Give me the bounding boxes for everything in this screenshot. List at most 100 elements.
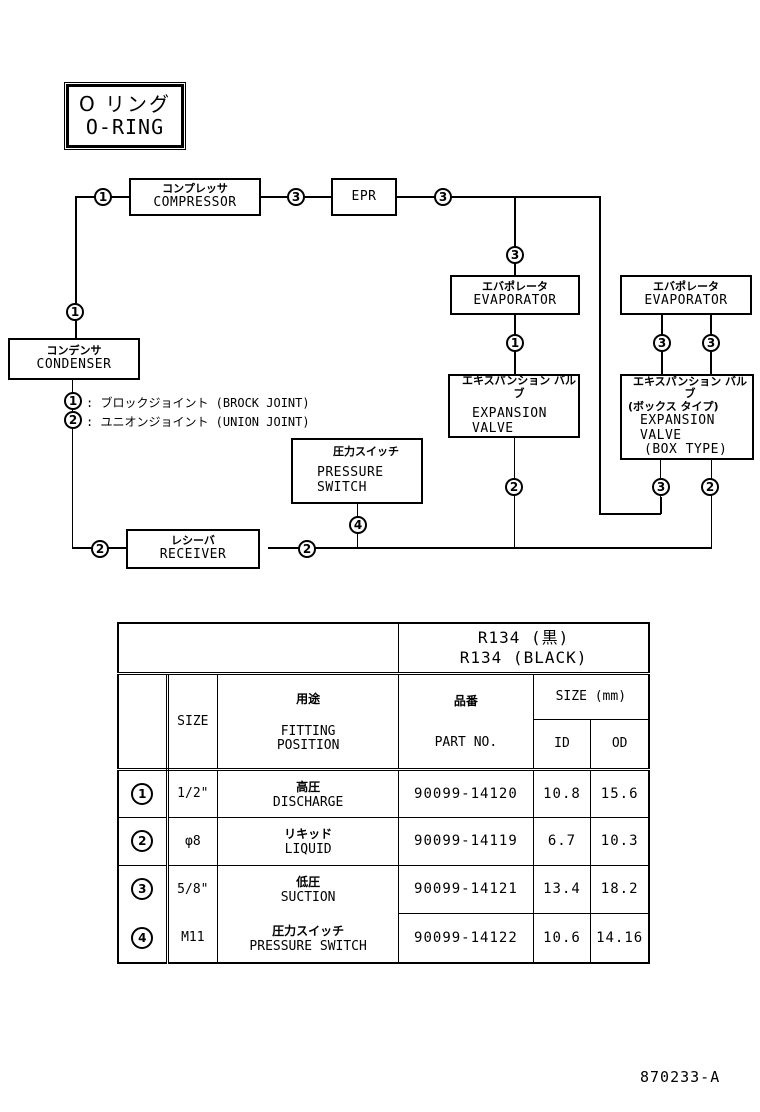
legend-text-2: : ユニオンジョイント (UNION JOINT) bbox=[86, 415, 310, 429]
pipe-line bbox=[599, 513, 661, 515]
joint-marker: 3 bbox=[702, 334, 720, 352]
evaporator-2-label-en: EVAPORATOR bbox=[644, 292, 728, 308]
pipe-line bbox=[75, 196, 77, 339]
row-od: 15.6 bbox=[590, 768, 650, 818]
joint-marker: 3 bbox=[434, 188, 452, 206]
expansion-valve-box-type: エキスパンション バルブ (ボックス タイプ) EXPANSION VALVE … bbox=[620, 374, 754, 460]
pipe-line bbox=[396, 196, 600, 198]
title-en: O-RING bbox=[85, 115, 165, 139]
box-valve-label-jp1: エキスパンション バルブ bbox=[632, 374, 748, 401]
box-valve-label-en2: VALVE bbox=[640, 427, 682, 443]
joint-marker: 1 bbox=[66, 303, 84, 321]
row-fitting-jp: リキッド bbox=[284, 827, 333, 841]
pressure-switch-label-en2: SWITCH bbox=[317, 480, 367, 496]
receiver-label-jp: レシーバ bbox=[171, 534, 215, 548]
row-part-no: 90099-14120 bbox=[398, 768, 534, 818]
row-num: 4 bbox=[117, 913, 169, 964]
expansion-valve-label-en1: EXPANSION bbox=[472, 405, 547, 421]
row-fitting-en: DISCHARGE bbox=[272, 794, 344, 810]
row-num: 2 bbox=[117, 816, 169, 866]
legend-marker-2: 2 bbox=[64, 411, 82, 429]
table-header-fitting: 用途 FITTING POSITION bbox=[217, 672, 400, 771]
row-num-marker: 4 bbox=[131, 926, 154, 949]
joint-marker: 3 bbox=[652, 478, 670, 496]
table-header-id: ID bbox=[532, 718, 592, 771]
pressure-switch-label-jp: 圧力スイッチ bbox=[333, 444, 399, 458]
title-jp: O リング bbox=[78, 92, 172, 116]
condenser-box: コンデンサ CONDENSER bbox=[8, 338, 140, 380]
row-size: 5/8" bbox=[166, 864, 219, 913]
compressor-box: コンプレッサ COMPRESSOR bbox=[129, 178, 261, 216]
evaporator-1-label-en: EVAPORATOR bbox=[473, 292, 557, 308]
row-od: 10.3 bbox=[590, 816, 650, 866]
row-fitting-jp: 圧力スイッチ bbox=[272, 923, 345, 938]
pipe-line bbox=[72, 378, 73, 548]
expansion-valve-label-jp: エキスパンション バルブ bbox=[461, 374, 577, 401]
evaporator-box-2: エバポレータ EVAPORATOR bbox=[620, 275, 752, 315]
o-ring-spec-table: R134 (黒) R134 (BLACK) SIZE 用途 FITTING PO… bbox=[117, 622, 650, 964]
table-header-od: OD bbox=[590, 718, 650, 771]
header-fitting-en2: POSITION bbox=[276, 737, 340, 753]
row-fitting-jp: 低圧 bbox=[296, 875, 321, 890]
evaporator-1-label-jp: エバポレータ bbox=[482, 280, 548, 294]
joint-marker: 4 bbox=[349, 516, 367, 534]
receiver-box: レシーバ RECEIVER bbox=[126, 529, 260, 569]
row-part-no: 90099-14122 bbox=[398, 912, 534, 964]
header-group-en: R134 (BLACK) bbox=[459, 647, 588, 667]
evaporator-2-label-jp: エバポレータ bbox=[653, 280, 719, 294]
pressure-switch-label-en1: PRESSURE bbox=[317, 465, 384, 481]
joint-marker: 3 bbox=[287, 188, 305, 206]
joint-marker: 2 bbox=[701, 478, 719, 496]
row-fitting-jp: 高圧 bbox=[296, 779, 321, 794]
row-num: 3 bbox=[117, 864, 169, 913]
drawing-code: 870233-A bbox=[640, 1068, 721, 1086]
receiver-label-en: RECEIVER bbox=[159, 546, 227, 562]
pipe-line bbox=[660, 497, 662, 514]
legend-text-1: : ブロックジョイント (BROCK JOINT) bbox=[86, 396, 310, 410]
epr-box: EPR bbox=[331, 178, 397, 216]
joint-marker: 1 bbox=[94, 188, 112, 206]
row-num: 1 bbox=[117, 768, 169, 818]
condenser-label-jp: コンデンサ bbox=[46, 344, 102, 358]
epr-label: EPR bbox=[351, 188, 377, 204]
row-fitting-en: LIQUID bbox=[284, 842, 332, 857]
pipe-line bbox=[268, 547, 712, 549]
row-id: 6.7 bbox=[532, 816, 592, 866]
pressure-switch-box: 圧力スイッチ PRESSURE SWITCH bbox=[291, 438, 423, 504]
header-fitting-en1: FITTING bbox=[280, 723, 336, 739]
pipe-line bbox=[711, 458, 712, 548]
joint-marker: 3 bbox=[653, 334, 671, 352]
evaporator-box-1: エバポレータ EVAPORATOR bbox=[450, 275, 580, 315]
row-fitting-en: PRESSURE SWITCH bbox=[249, 938, 367, 954]
pipe-line bbox=[514, 196, 516, 276]
box-valve-label-en1: EXPANSION bbox=[640, 412, 715, 428]
header-part-jp: 品番 bbox=[453, 694, 478, 708]
box-valve-label-jp2: (ボックス タイプ) bbox=[628, 399, 719, 413]
legend-marker-1: 1 bbox=[64, 392, 82, 410]
pipe-line bbox=[599, 196, 601, 514]
row-size: 1/2" bbox=[166, 768, 219, 818]
row-fitting-en: SUCTION bbox=[280, 890, 336, 906]
table-header-blank bbox=[117, 622, 400, 675]
row-part-no: 90099-14119 bbox=[398, 816, 534, 866]
title-box: O リング O-RING bbox=[64, 82, 186, 150]
table-header-size-mm: SIZE (mm) bbox=[532, 672, 650, 720]
row-id: 13.4 bbox=[532, 864, 592, 914]
row-od: 18.2 bbox=[590, 864, 650, 914]
joint-marker: 2 bbox=[91, 540, 109, 558]
row-id: 10.8 bbox=[532, 768, 592, 818]
table-header-num-blank bbox=[117, 672, 169, 771]
row-od: 14.16 bbox=[590, 912, 650, 964]
joint-marker: 2 bbox=[505, 478, 523, 496]
header-part-en: PART NO. bbox=[434, 735, 498, 750]
compressor-label-jp: コンプレッサ bbox=[162, 182, 228, 196]
table-header-group: R134 (黒) R134 (BLACK) bbox=[398, 622, 650, 675]
row-id: 10.6 bbox=[532, 912, 592, 964]
condenser-label-en: CONDENSER bbox=[36, 356, 112, 372]
joint-marker: 1 bbox=[506, 334, 524, 352]
row-size: φ8 bbox=[166, 816, 219, 866]
